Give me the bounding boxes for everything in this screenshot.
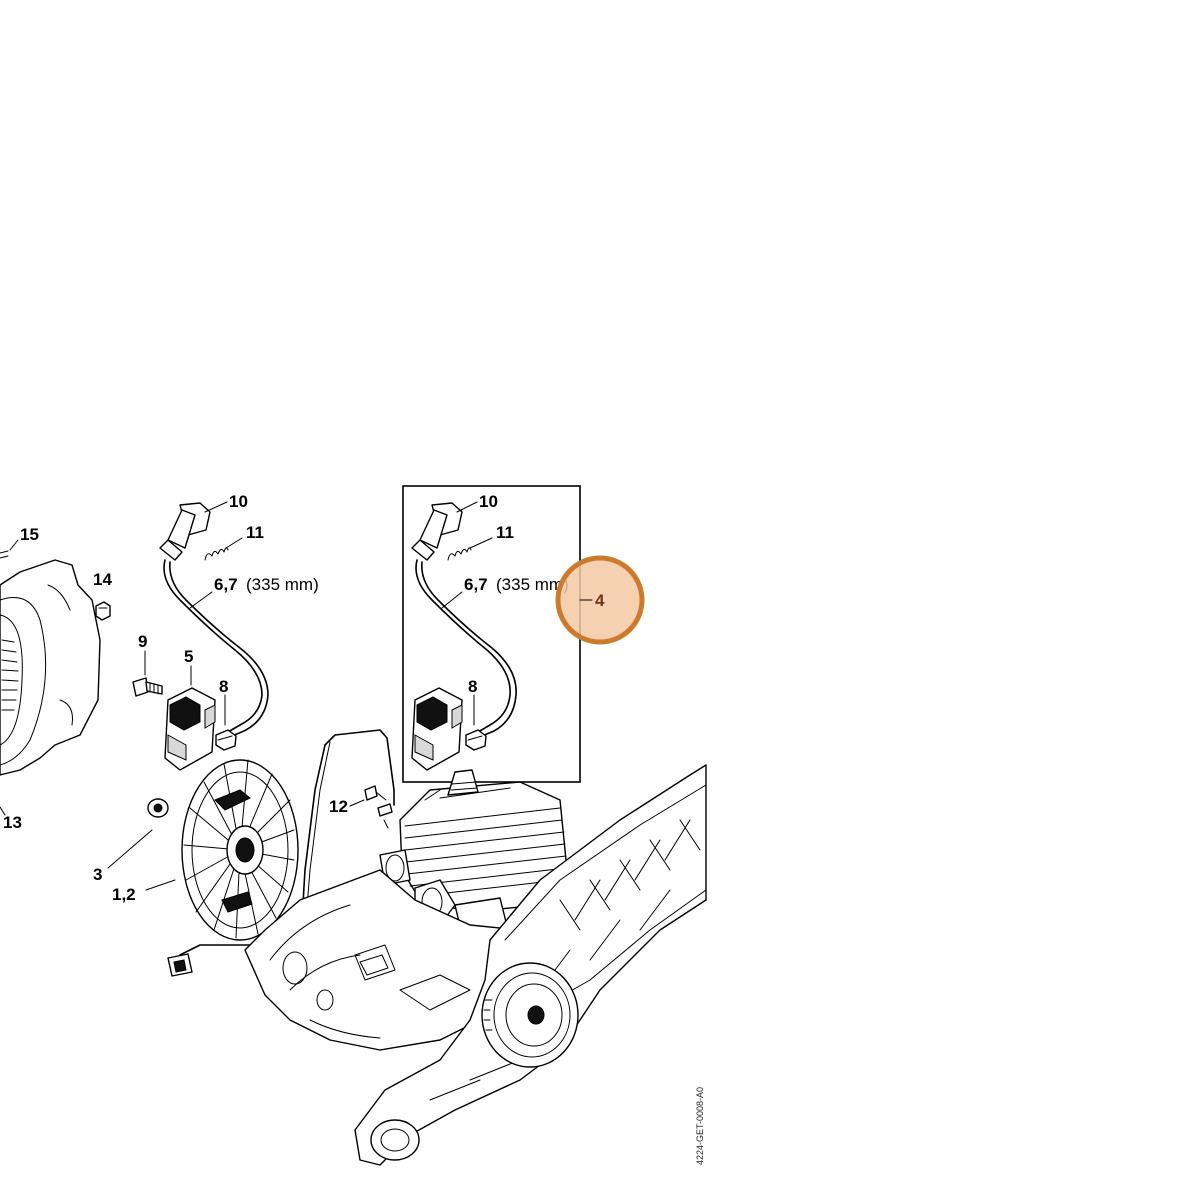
screw-15-icon [0,539,19,559]
nut-3-icon [147,798,169,818]
label-3: 3 [93,865,102,884]
drawing-code: 4224-GET-0008-A0 [695,1087,705,1165]
label-5: 5 [184,647,193,666]
grommet-8-right [465,729,487,751]
ignition-module-right [411,687,463,771]
spring-11-right-icon [447,547,472,561]
label-10-right: 10 [479,492,498,511]
label-11-right: 11 [496,523,514,542]
screw-9-icon [132,677,163,697]
spring-11-left-icon [204,547,229,561]
label-4: 4 [595,591,605,610]
label-12: 12 [329,797,348,816]
item-4-highlight[interactable]: 4 [555,555,645,645]
label-12-flywheel: 1,2 [112,885,136,904]
label-13: 13 [3,813,22,832]
label-9: 9 [138,632,147,651]
crankcase [244,869,541,1051]
length-left: (335 mm) [246,575,319,594]
clutch-drum [481,962,579,1068]
label-67-left: 6,7 [214,575,238,594]
fan-housing [0,559,101,776]
engine-cylinder [379,769,569,936]
grommet-8-left [215,729,237,751]
label-15: 15 [20,525,39,544]
connector-icon [167,953,193,977]
label-14: 14 [93,570,112,589]
length-right: (335 mm) [496,575,569,594]
label-8-right: 8 [468,677,477,696]
cutter-arm [354,764,707,1166]
flywheel-12 [181,759,299,941]
ignition-lead-left [163,559,263,733]
nut-14-icon [95,601,111,621]
label-67-right: 6,7 [464,575,488,594]
fan-grille-icon [1,639,19,711]
ignition-lead-right [415,559,511,733]
label-8-left: 8 [219,677,228,696]
spark-plug-boot-10-left [159,502,211,561]
ignition-module-5-left [164,687,216,771]
short-circuit-wire [324,729,395,806]
label-10-left: 10 [229,492,248,511]
label-11-left: 11 [246,523,264,542]
spark-plug-boot-10-right [411,502,463,561]
highlight-circle[interactable] [555,555,645,645]
screw-12-icon [364,785,393,829]
